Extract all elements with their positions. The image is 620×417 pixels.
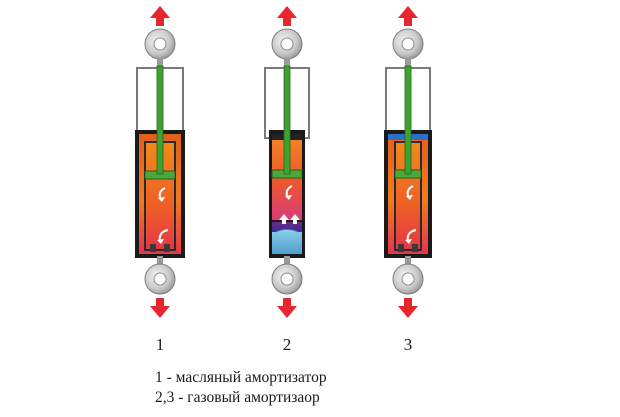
gas-arrow-icon: [290, 214, 300, 224]
gas-chamber: [272, 232, 302, 254]
piston-rod: [156, 65, 164, 175]
legend-line-1: 1 - масляный амортизатор: [155, 369, 327, 386]
absorber-2-number: 2: [282, 335, 292, 354]
arrow-down-icon: [277, 298, 297, 318]
absorber-2: [264, 6, 310, 318]
arrow-down-icon: [398, 298, 418, 318]
piston-rod: [283, 65, 291, 175]
absorber-3-number: 3: [403, 335, 413, 354]
absorber-1-number: 1: [155, 335, 165, 354]
piston-rod: [404, 65, 412, 175]
arrow-up-icon: [150, 6, 170, 26]
gas-arrow-icon: [279, 214, 289, 224]
arrow-up-icon: [398, 6, 418, 26]
arrow-up-icon: [277, 6, 297, 26]
legend-line-2: 2,3 - газовый амортизаор: [155, 389, 320, 406]
absorber-1: [135, 6, 185, 318]
absorber-3: [384, 6, 432, 318]
arrow-down-icon: [150, 298, 170, 318]
